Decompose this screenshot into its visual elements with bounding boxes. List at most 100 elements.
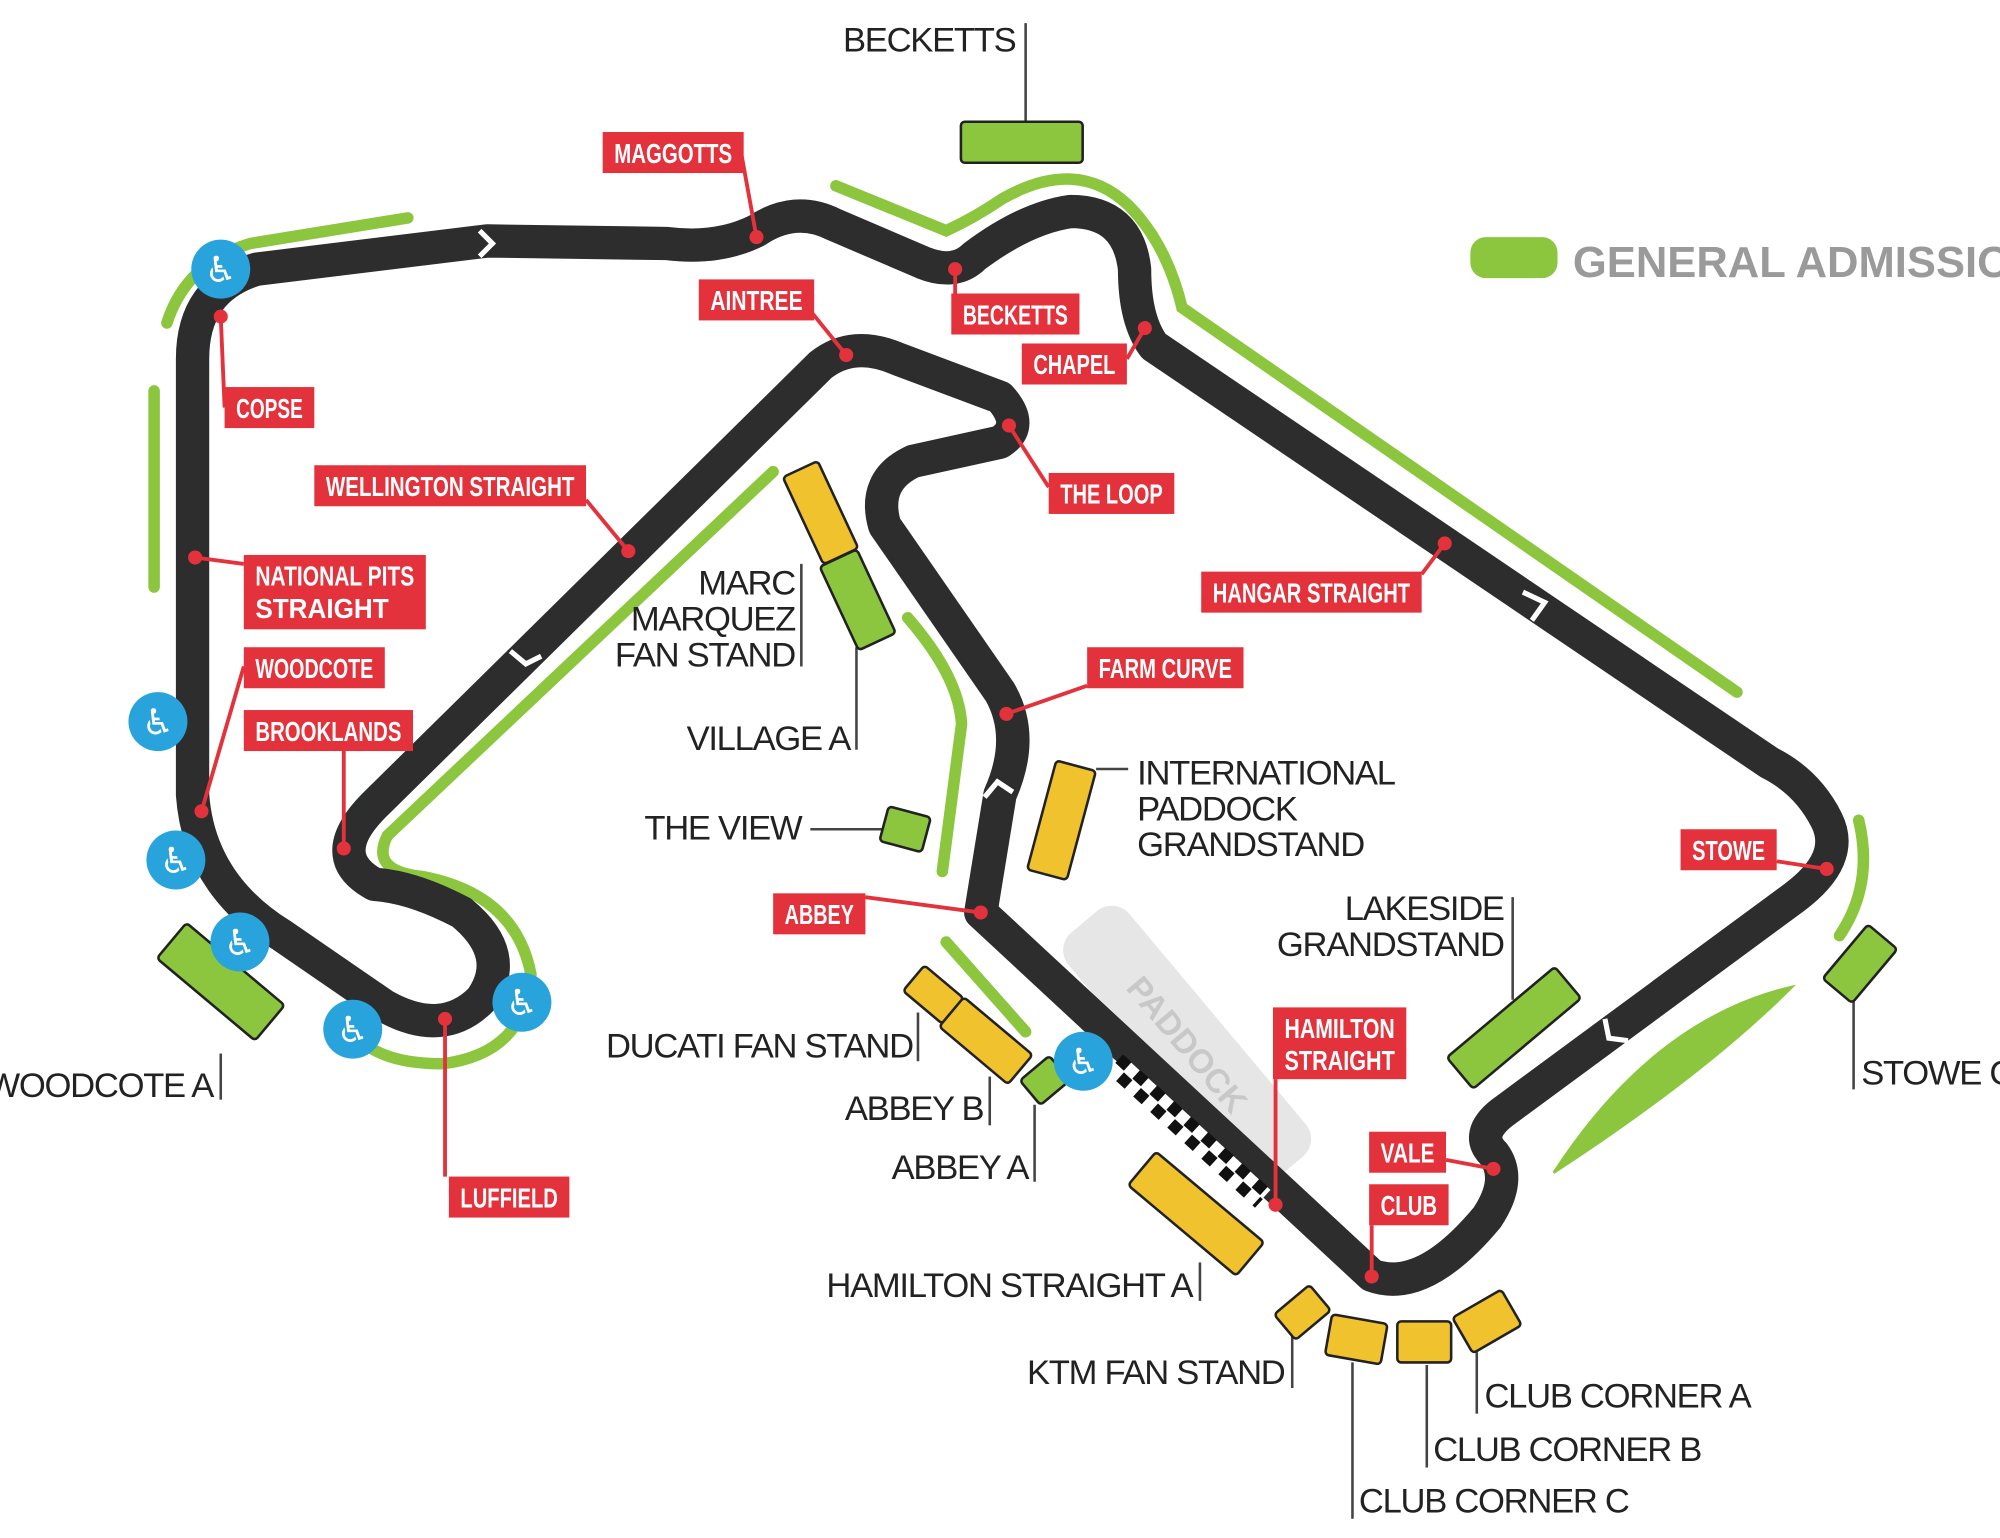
direction-arrow-icon [1602,1018,1629,1044]
corner-label-box [1272,1007,1407,1080]
corner-name: VALE [1381,1136,1435,1168]
corner-name: ABBEY [785,898,854,930]
corner-label-box [773,893,866,935]
corner-name: WELLINGTON STRAIGHT [326,470,575,502]
corner-marker [188,550,203,565]
corner-name: STRAIGHT [255,592,388,624]
corner-label-box [243,554,426,630]
corner-name: CHAPEL [1033,348,1115,380]
accessibility-points: ♿♿♿♿♿♿♿ [128,239,1113,1091]
corner-label-box [1021,343,1127,385]
stand-name: MARQUEZ [631,601,796,639]
stand: STOWE C [1822,924,2000,1092]
corner-marker [194,804,209,819]
leader-line [865,895,982,915]
stand-name: ABBEY A [892,1149,1030,1187]
stand-name: LAKESIDE [1345,890,1504,928]
corner-label-box [1201,571,1422,613]
wheelchair-icon: ♿ [191,239,251,299]
corner-label: CHAPEL [1021,321,1152,385]
corner-name: BROOKLANDS [255,715,401,747]
ga-strip-abbey [940,936,1032,1038]
direction-arrow-icon [1521,589,1549,622]
corner-marker [1819,861,1834,877]
grandstand-block[interactable] [1396,1320,1453,1364]
stand-name: VILLAGE A [687,720,852,758]
stand: ABBEY B [845,997,1033,1128]
grandstand-block[interactable] [1274,1285,1331,1340]
legend: GENERAL ADMISSION [1470,237,2000,287]
corner-marker [1437,536,1452,551]
grandstand-block[interactable] [1026,760,1097,881]
stand-name: GRANDSTAND [1277,926,1504,964]
corner-marker [1364,1269,1379,1284]
corner-marker [839,347,854,363]
wheelchair-icon: ♿ [1053,1031,1113,1091]
corner-label-box [698,279,815,321]
stand-name: CLUB CORNER C [1359,1482,1629,1520]
corner-marker [1001,418,1017,433]
corner-label-box [243,710,413,752]
stand-name: INTERNATIONAL [1137,754,1396,792]
corner-marker [749,230,764,245]
ga-strip-stowe [1833,814,1870,942]
general-admission-block[interactable] [1447,967,1581,1089]
direction-arrow-icon [477,228,497,259]
grandstand-block[interactable] [782,460,859,565]
corner-marker [948,262,963,277]
leader-line [218,316,227,408]
corner-label-box [951,293,1080,335]
general-admission-block[interactable] [879,805,932,853]
grandstand-block[interactable] [1452,1289,1522,1354]
corner-name: COPSE [236,392,303,424]
stand-name: WOODCOTE A [0,1067,214,1105]
corner-label-box [314,465,587,507]
wheelchair-icon: ♿ [210,912,270,972]
leader-line [584,498,630,553]
corner-label-box [224,387,315,429]
direction-arrows [477,228,1629,1044]
stand: BECKETTS [843,21,1084,165]
corner-label: THE LOOP [1001,418,1175,514]
wheelchair-icon: ♿ [492,972,552,1032]
ga-area-lakeside [1552,984,1797,1174]
grandstand-block[interactable] [1324,1313,1389,1366]
stand: CLUB CORNER B [1396,1320,1703,1469]
corner-name: HAMILTON [1285,1012,1395,1044]
corner-name: CLUB [1381,1189,1437,1221]
svg-text:♿: ♿ [224,923,256,964]
svg-text:♿: ♿ [506,983,538,1024]
general-admission-block[interactable] [819,549,896,651]
corner-marker [1137,321,1152,336]
corner-name: STRAIGHT [1285,1044,1395,1076]
svg-text:♿: ♿ [142,702,174,743]
corner-label-box [1048,472,1175,514]
paddock [1063,905,1312,1184]
svg-text:♿: ♿ [160,841,192,882]
corner-name: LUFFIELD [460,1181,557,1213]
grandstand-block[interactable] [1128,1152,1264,1276]
stand: CLUB CORNER C [1324,1313,1630,1520]
corner-name: THE LOOP [1060,478,1163,510]
corner-label: CLUB [1364,1184,1449,1284]
svg-text:♿: ♿ [205,250,237,291]
stand: DUCATI FAN STAND [606,965,964,1065]
corner-label: STOWE [1680,829,1834,877]
general-admission-block[interactable] [1822,924,1898,1003]
start-finish-line [1107,1054,1271,1208]
corner-marker [621,544,636,559]
stand: CLUB CORNER A [1452,1289,1753,1415]
corner-label: ABBEY [773,893,988,935]
grandstand-block[interactable] [939,997,1033,1084]
general-admission-block[interactable] [959,120,1084,165]
leader-line [1007,424,1051,489]
corner-label: MAGGOTTS [602,132,764,245]
ga-strip-hangar [830,173,1743,698]
